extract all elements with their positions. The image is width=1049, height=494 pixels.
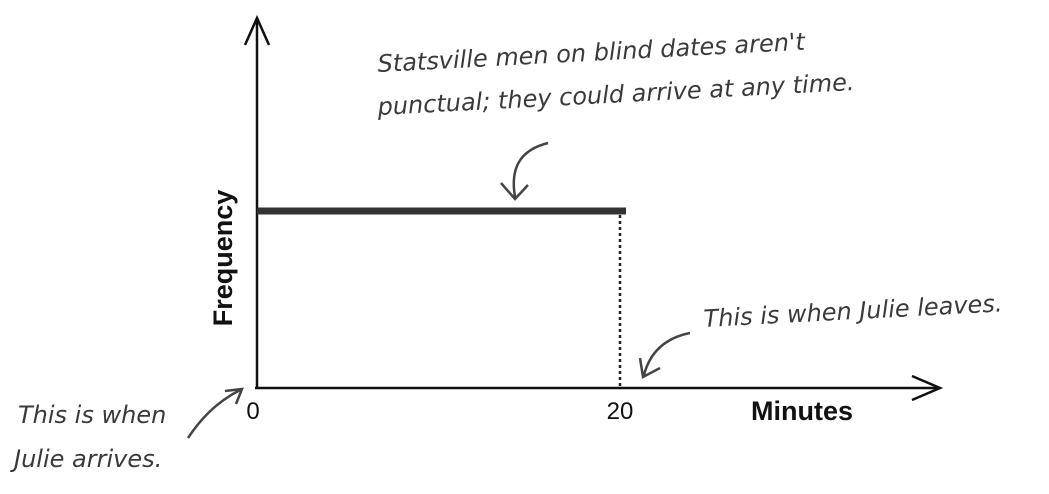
right-note: This is when Julie leaves. xyxy=(703,289,1003,333)
x-axis-title: Minutes xyxy=(751,396,853,426)
x-axis-arrowhead xyxy=(911,374,944,402)
top-note-line-1: Statsville men on blind dates aren't xyxy=(377,28,807,78)
left-note-arrowhead xyxy=(224,387,244,405)
left-note-line-2: Julie arrives. xyxy=(10,445,162,473)
x-tick-label-20: 20 xyxy=(607,398,634,425)
right-note-arrowhead xyxy=(638,357,661,379)
top-annotation: Statsville men on blind dates aren't pun… xyxy=(376,28,855,201)
y-axis-title: Frequency xyxy=(208,190,238,327)
top-note-arrow xyxy=(512,141,549,198)
right-note-arrow xyxy=(642,331,691,376)
right-annotation: This is when Julie leaves. xyxy=(638,289,1003,379)
left-note-line-1: This is when xyxy=(18,401,166,429)
y-axis-arrowhead xyxy=(243,14,271,46)
top-note-arrowhead xyxy=(500,182,529,201)
left-annotation: This is when Julie arrives. xyxy=(10,387,244,473)
x-tick-label-0: 0 xyxy=(246,398,259,425)
left-note-arrow xyxy=(186,388,241,439)
top-note-line-2: punctual; they could arrive at any time. xyxy=(376,68,855,121)
axes xyxy=(243,14,944,402)
